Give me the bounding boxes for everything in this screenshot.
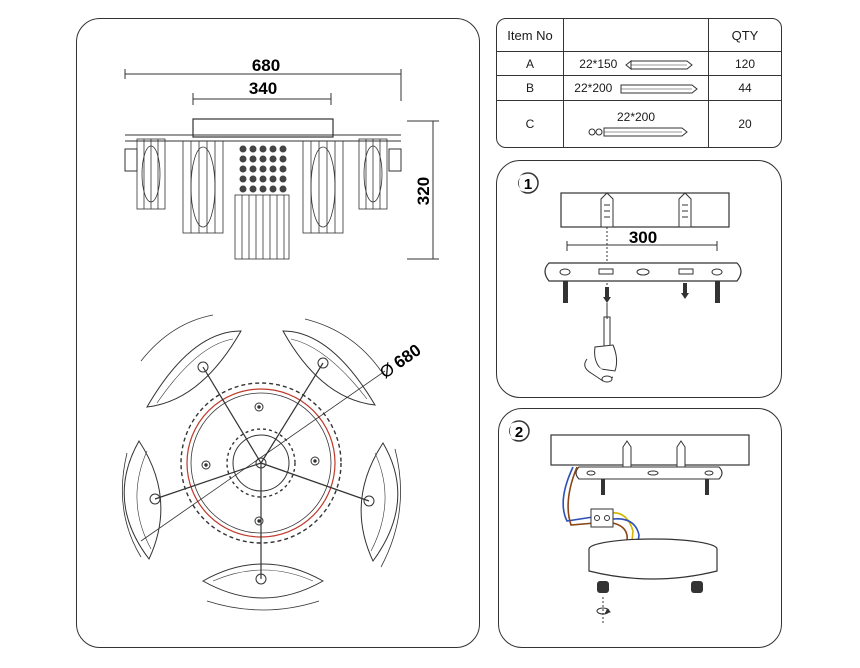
dimension-height-label: 320 [414, 177, 433, 205]
dimension-canopy-label: 340 [249, 79, 277, 98]
bead-grid [239, 145, 287, 193]
dimension-width-label: 680 [252, 56, 280, 75]
row-item: C [497, 99, 564, 147]
step-number-badge [508, 420, 530, 442]
header-item-no: Item No [497, 19, 564, 52]
row-qty: 120 [708, 50, 781, 77]
header-description [563, 19, 709, 52]
screwdriver-icon [584, 305, 618, 383]
step-1-number: ① [515, 171, 535, 196]
row-size: 22*200 [574, 81, 613, 96]
row-qty: 44 [708, 75, 781, 101]
row-qty: 20 [708, 99, 781, 147]
row-size: 22*200 [616, 109, 656, 124]
row-description: 22*200 [563, 75, 709, 101]
row-size: 22*150 [579, 56, 618, 71]
step-1-digit: 1 [524, 176, 532, 193]
header-qty: QTY [708, 19, 781, 52]
step-2-diagram: ② 2 [506, 419, 750, 625]
parts-table: Item No QTY A 22*150 120 B 22*200 [496, 18, 782, 148]
fixture-drawing: 680 340 320 [121, 56, 439, 611]
terminal-block [590, 508, 614, 528]
row-item: A [497, 50, 564, 77]
row-description: 22*150 [563, 50, 709, 77]
rotate-arrow-icon [596, 597, 612, 625]
crystal-stick-icon [624, 59, 693, 70]
step-number-badge [517, 172, 539, 194]
parts-table-header: Item No QTY [497, 19, 781, 52]
step-2-digit: 2 [515, 424, 523, 441]
dimension-diameter-label: 680 [390, 340, 424, 372]
step-1-panel: ① 1 300 [496, 160, 782, 398]
step-2-panel: ② 2 [498, 408, 782, 648]
dimension-spacing-label: 300 [629, 228, 657, 247]
table-row: B 22*200 44 [497, 75, 781, 101]
row-description: 22*200 [563, 99, 709, 147]
crystal-stick-with-beads-icon [588, 127, 688, 137]
step-1-diagram: ① 1 300 [515, 171, 742, 383]
fixture-drawing-panel: 680 340 320 [76, 18, 480, 648]
step-2-number: ② [506, 419, 526, 444]
crystal-stick-icon [620, 84, 698, 94]
table-row: A 22*150 120 [497, 50, 781, 77]
row-item: B [497, 75, 564, 101]
table-row: C 22*200 20 [497, 99, 781, 147]
top-view [121, 314, 401, 611]
